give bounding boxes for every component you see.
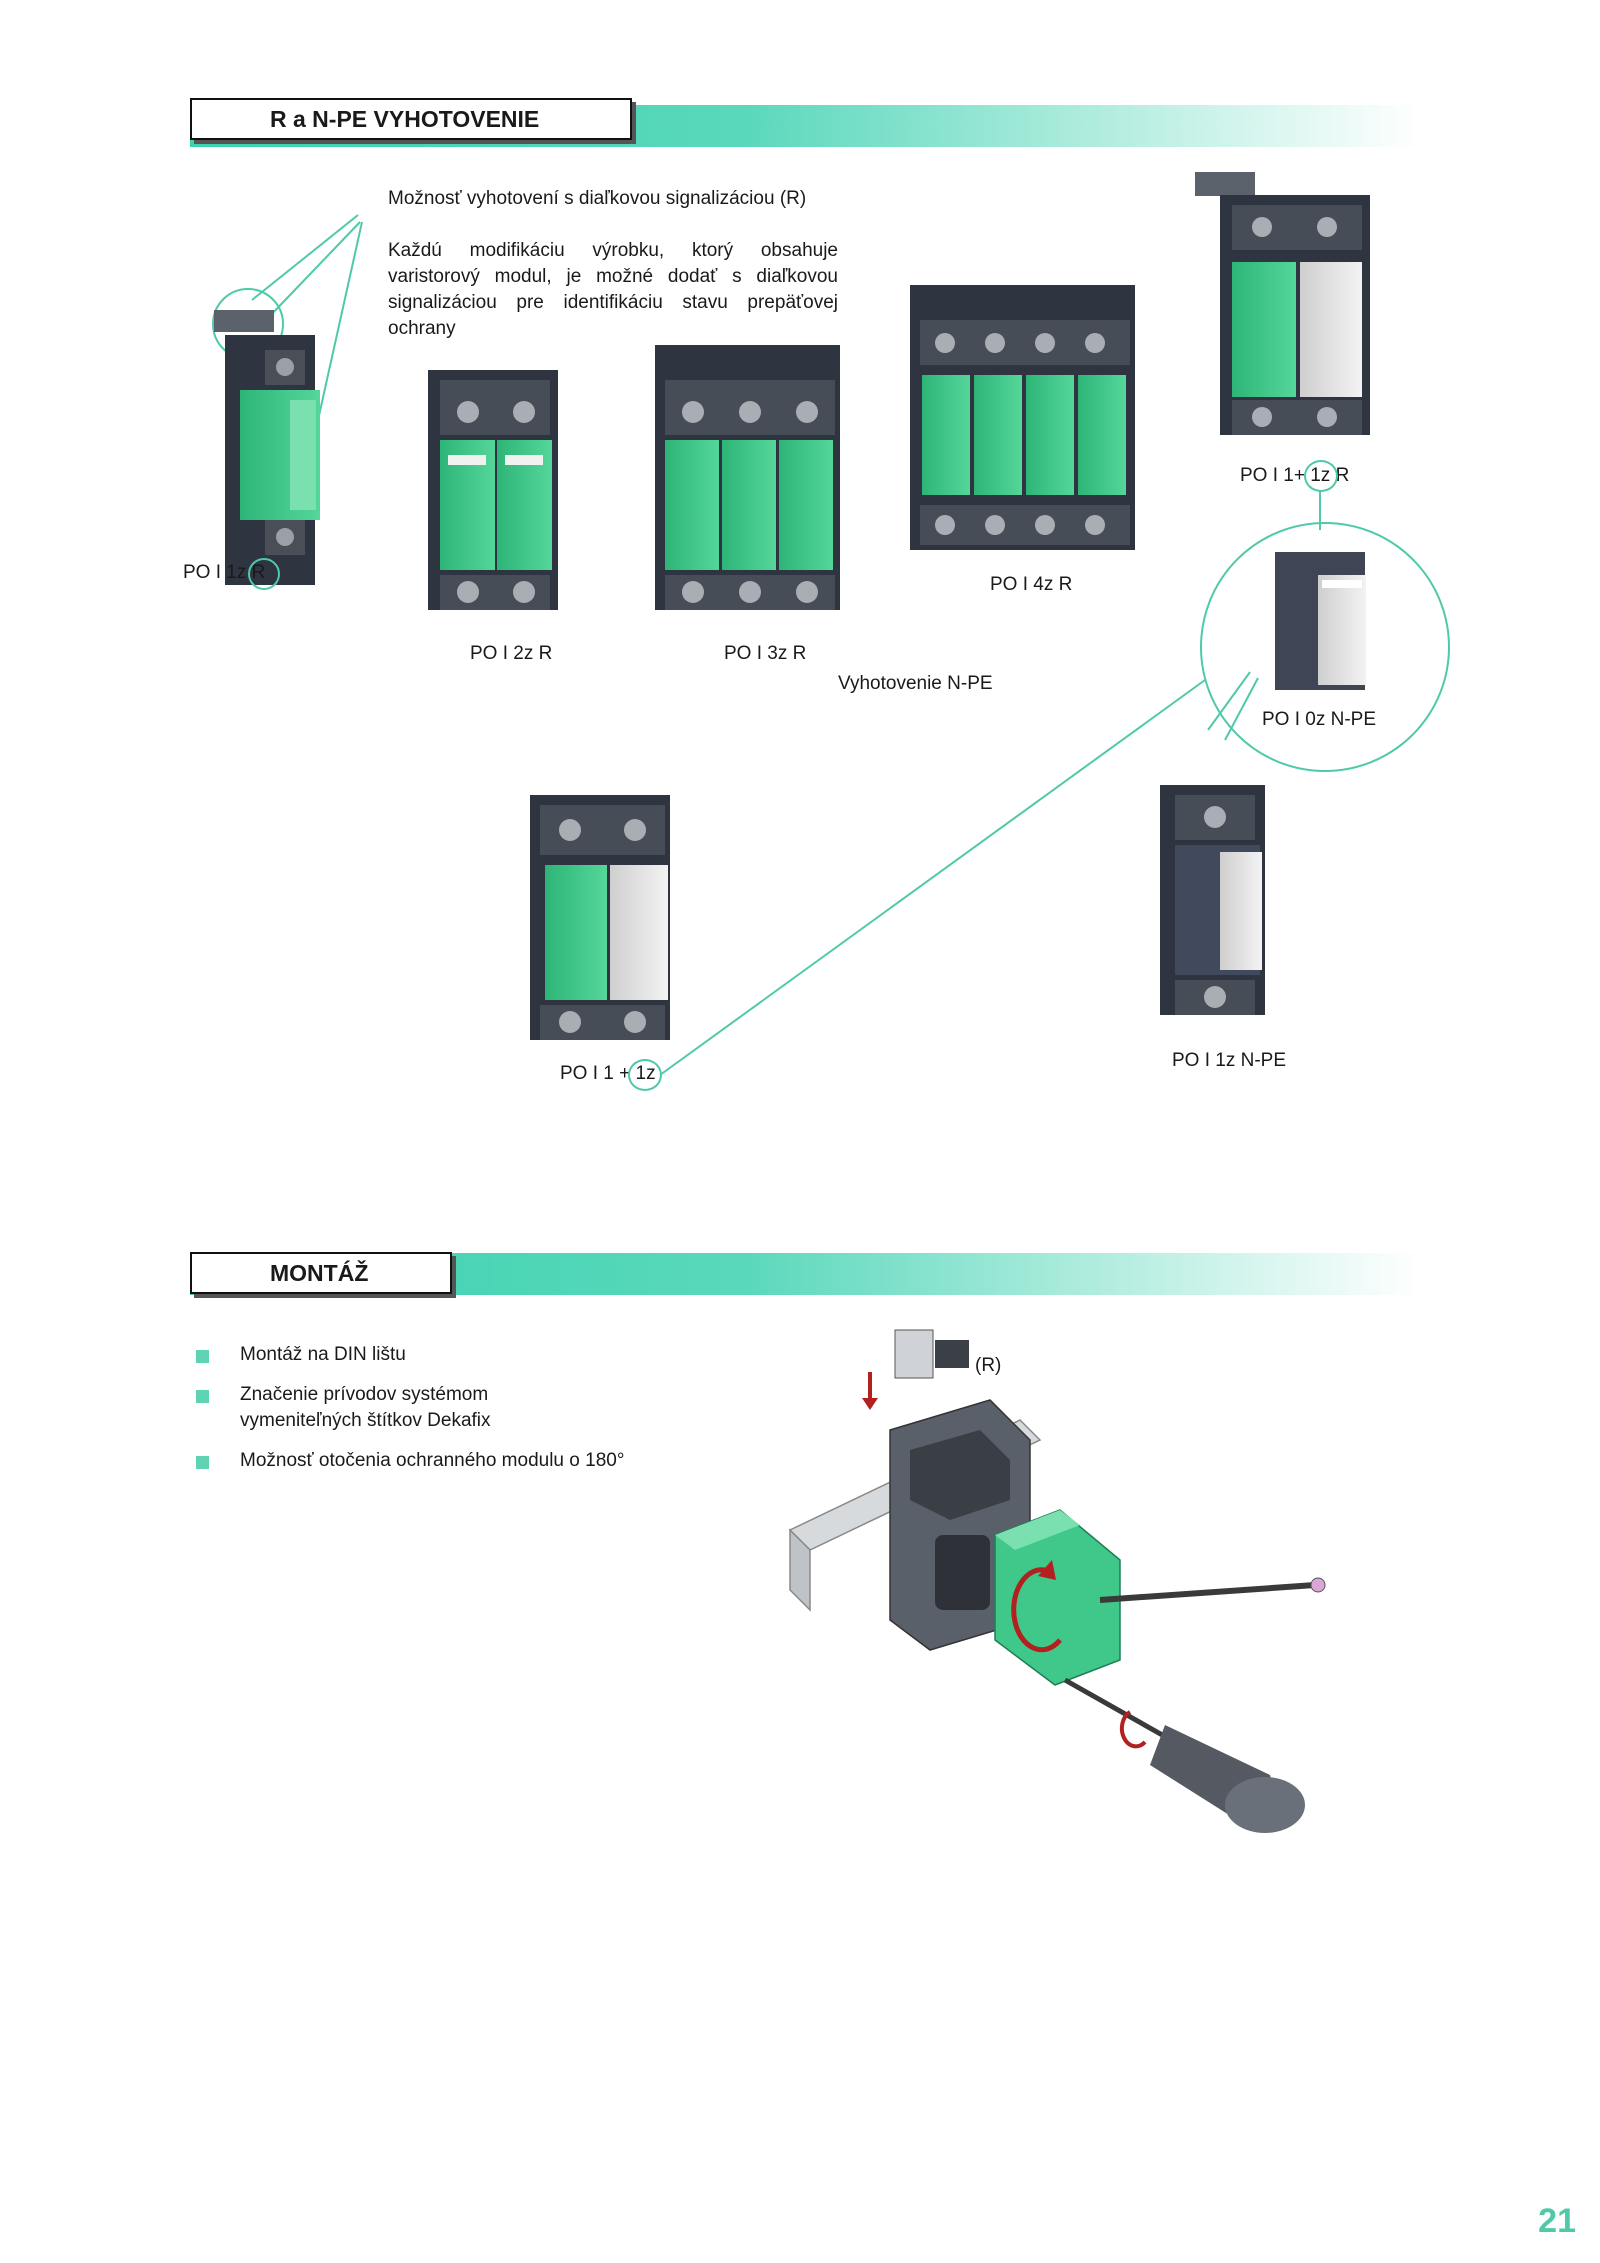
remote-heading: Možnosť vyhotovení s diaľkovou signalizá… — [388, 188, 807, 209]
section-title: R a N-PE VYHOTOVENIE — [190, 98, 632, 140]
label-circle-1z — [1304, 460, 1338, 492]
bullet-marker — [196, 1456, 209, 1469]
detail-circle-npe-module — [1200, 522, 1450, 772]
section-title-2: MONTÁŽ — [190, 1252, 452, 1294]
label-po-i-3z-r: PO I 3z R — [724, 643, 807, 664]
section-title-2-text: MONTÁŽ — [270, 1260, 369, 1286]
label-po-i-1z-npe: PO I 1z N-PE — [1172, 1050, 1287, 1071]
label-circle-r — [248, 558, 280, 590]
bullet-item: Montáž na DIN lištu — [240, 1344, 406, 1365]
product-po-i-0z-npe — [1275, 552, 1366, 690]
label-po-i-2z-r: PO I 2z R — [470, 643, 553, 664]
bullet-item: Značenie prívodov systémom vymeniteľných… — [240, 1384, 491, 1431]
product-po-i-2z-r — [428, 370, 558, 610]
product-po-i-1z-npe — [1160, 785, 1265, 1015]
product-po-i-1-1z — [530, 795, 670, 1040]
page-number: 21 — [1538, 2202, 1576, 2240]
label-circle-1z-bottom — [628, 1059, 662, 1091]
bullet-marker — [196, 1350, 209, 1363]
product-po-i-3z-r — [655, 345, 840, 610]
product-po-i-1-1z-r — [1195, 172, 1370, 435]
remote-description: Každú modifikáciu výrobku, ktorý obsahuj… — [388, 240, 838, 339]
remote-signal-label: (R) — [975, 1355, 1002, 1376]
label-po-i-1z-r: PO I 1z R — [183, 562, 266, 583]
label-po-i-0z-npe: PO I 0z N-PE — [1262, 709, 1377, 730]
label-npe-variant: Vyhotovenie N-PE — [838, 673, 993, 694]
product-po-i-4z-r — [910, 285, 1135, 550]
section-title-text: R a N-PE VYHOTOVENIE — [270, 106, 540, 132]
label-po-i-4z-r: PO I 4z R — [990, 574, 1073, 595]
product-po-i-1z-r — [214, 310, 320, 585]
bullet-marker — [196, 1390, 209, 1403]
bullet-item: Možnosť otočenia ochranného modulu o 180… — [240, 1450, 625, 1471]
